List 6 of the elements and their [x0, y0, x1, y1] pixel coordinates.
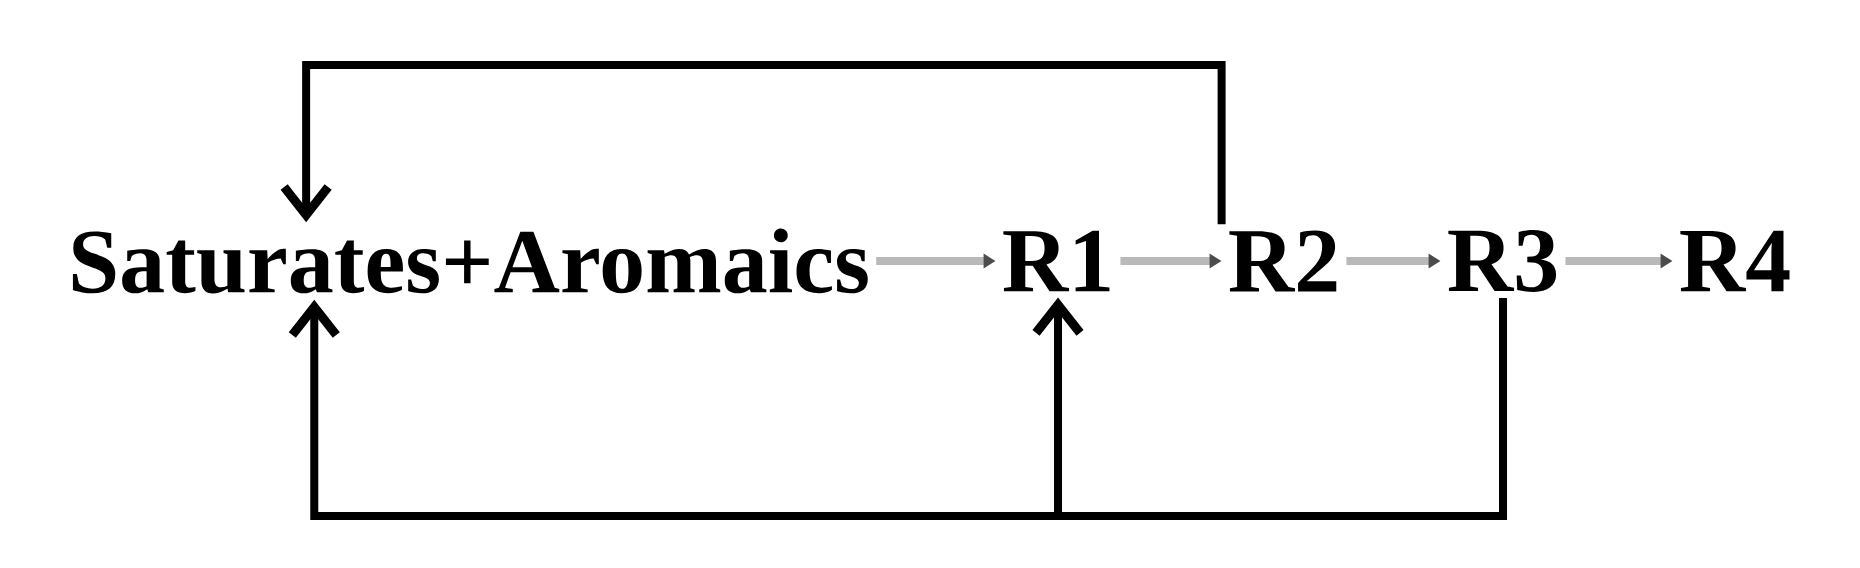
term-label: R3: [1448, 230, 1557, 292]
term-label: R2: [1229, 230, 1337, 292]
term-label: R1: [1003, 230, 1110, 292]
term-label: R4: [1680, 230, 1790, 292]
term-label: Saturates+Aromaics: [72, 228, 868, 294]
feedback-arrow: [1032, 297, 1507, 520]
